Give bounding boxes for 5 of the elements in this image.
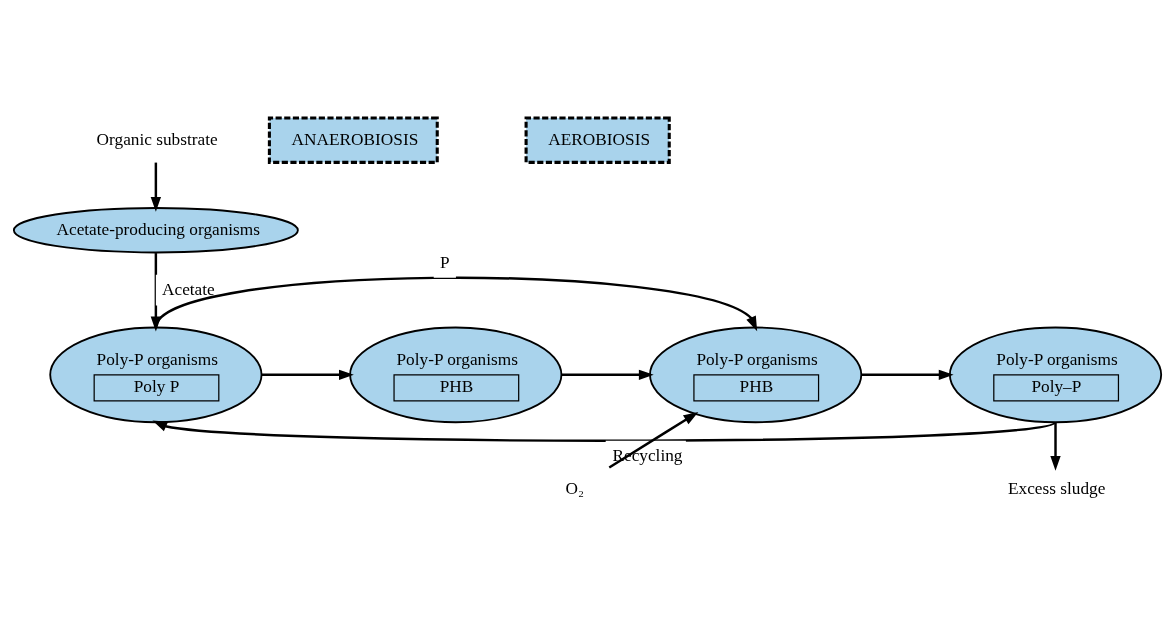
node-text: Organic substrate <box>96 129 218 149</box>
node-text: O₂ <box>565 478 585 498</box>
node-text: Excess sludge <box>1008 478 1106 498</box>
edge-label: Acetate <box>162 279 215 299</box>
edge-label: P <box>439 252 450 272</box>
